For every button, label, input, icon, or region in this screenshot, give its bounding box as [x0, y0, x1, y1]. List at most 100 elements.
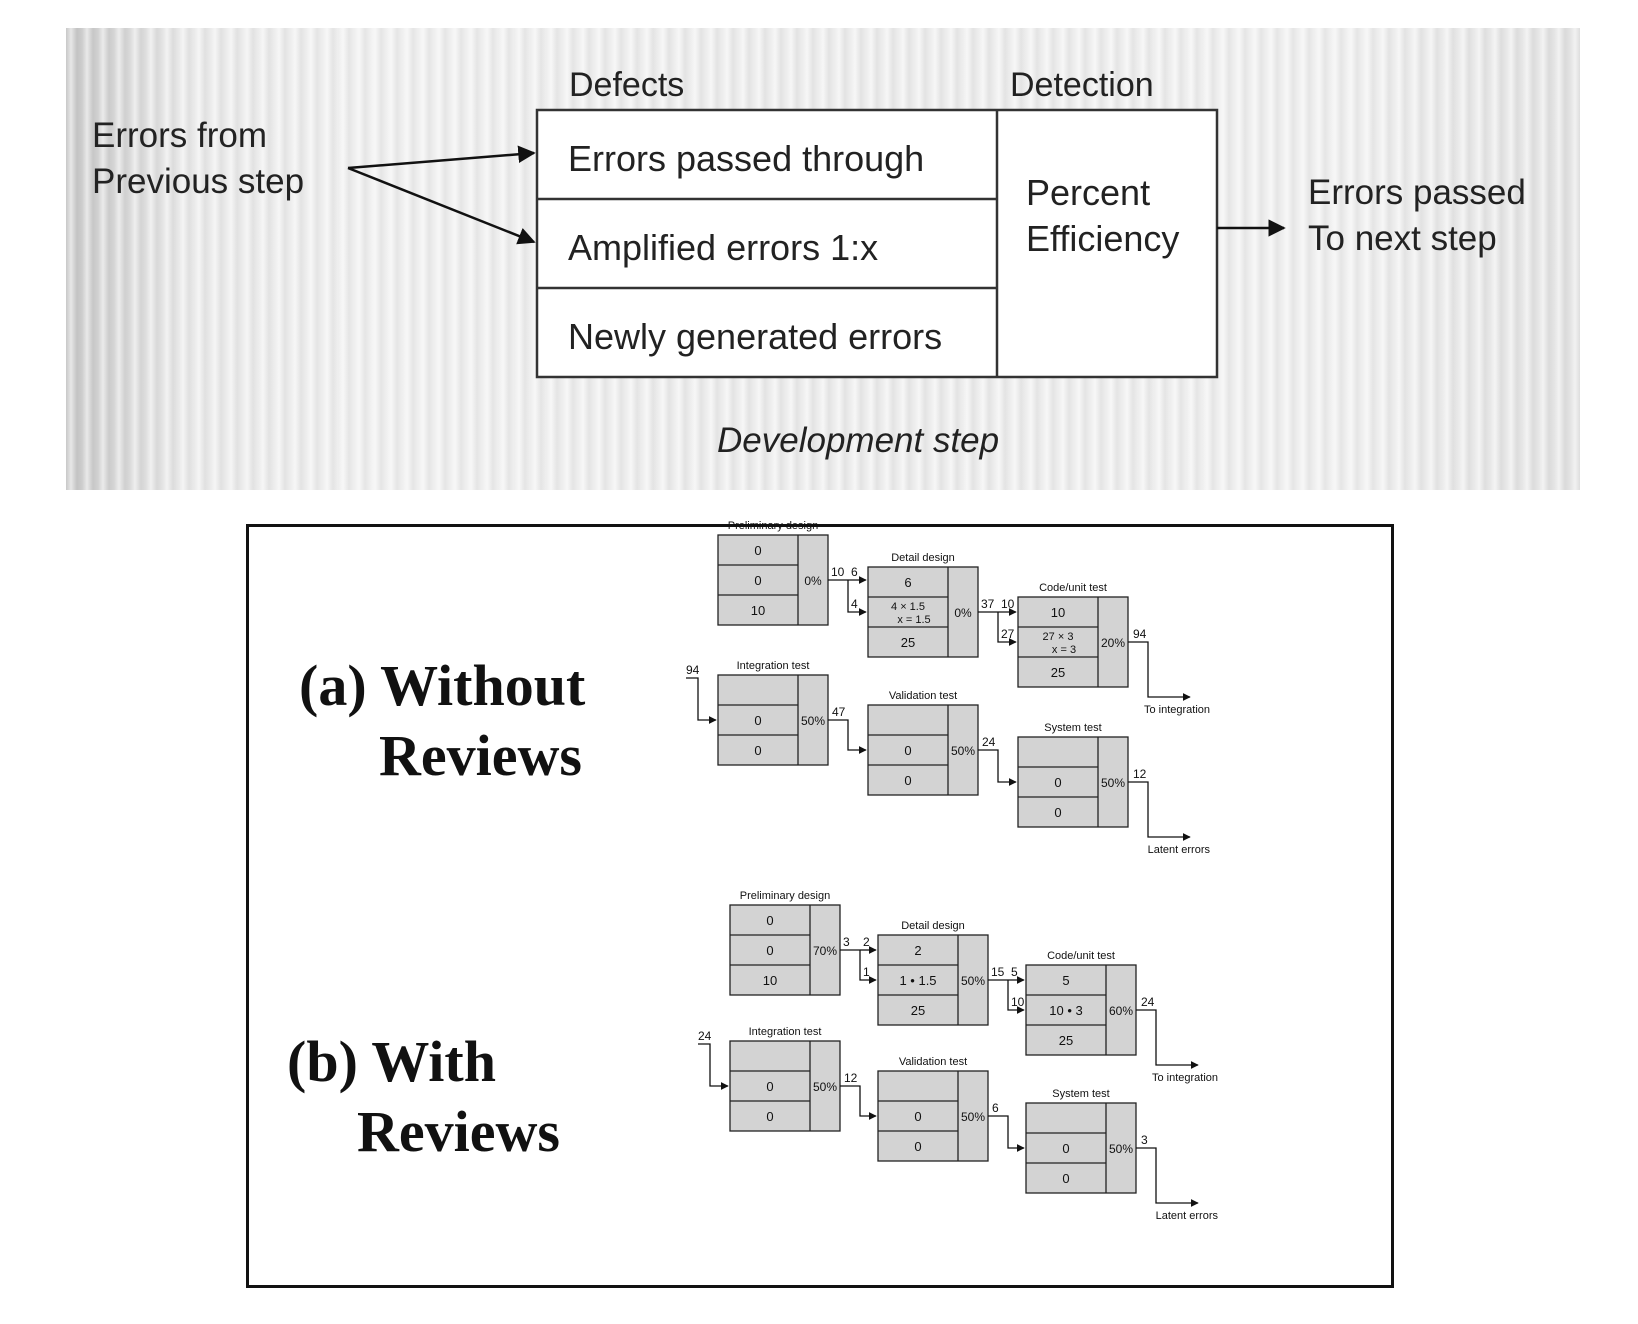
caption-without-reviews: (a) Without Reviews	[299, 653, 586, 788]
latent-errors-label: Latent errors	[1156, 1210, 1219, 1222]
detail-design-row-value: 4 × 1.5	[891, 601, 925, 613]
newly-generated-errors-label: Newly generated errors	[568, 316, 942, 357]
latent-errors-arrow	[1128, 781, 1191, 841]
development-step-label: Development step	[717, 421, 999, 460]
percent-efficiency-label: Percent Efficiency	[1026, 172, 1179, 259]
amplified-count: 27	[1001, 627, 1015, 641]
preliminary-design-block	[717, 534, 829, 626]
latent-errors-arrow	[1136, 1147, 1199, 1207]
system-test-row-value: 0	[1062, 1171, 1069, 1186]
code-unit-test-row-value: 27 × 3	[1043, 631, 1074, 643]
integration-test-efficiency: 50%	[813, 1080, 837, 1094]
validation-test-efficiency: 50%	[951, 744, 975, 758]
system-test-title: System test	[1052, 1088, 1109, 1100]
system-test-efficiency: 50%	[1109, 1142, 1133, 1156]
preliminary-design-title: Preliminary design	[728, 520, 818, 532]
code-unit-test-row-value: 25	[1059, 1033, 1073, 1048]
integration-test-title: Integration test	[749, 1026, 822, 1038]
system-test-title: System test	[1044, 722, 1101, 734]
integration-input-arrow	[686, 677, 717, 724]
connector-arrow	[828, 719, 867, 754]
detail-design-efficiency: 50%	[961, 974, 985, 988]
stage-output-count: 47	[832, 705, 846, 719]
input-arrow-passed	[347, 145, 536, 170]
validation-test-title: Validation test	[899, 1056, 967, 1068]
stage-output-count: 12	[1133, 767, 1147, 781]
preliminary-design-row-value: 0	[754, 543, 761, 558]
latent-errors-label: Latent errors	[1148, 844, 1211, 856]
detail-design-row-value: 2	[914, 943, 921, 958]
system-test-block	[1017, 736, 1129, 828]
code-unit-test-row-value: 25	[1051, 665, 1065, 680]
passed-through-count: 2	[863, 935, 870, 949]
integration-test-row-value: 0	[754, 713, 761, 728]
detail-design-row-value: x = 1.5	[897, 614, 930, 626]
code-unit-test-row-value: 10 • 3	[1049, 1003, 1082, 1018]
amplified-count: 1	[863, 965, 870, 979]
code-unit-test-row-value: x = 3	[1052, 644, 1076, 656]
detail-design-row-value: 1 • 1.5	[899, 973, 936, 988]
code-unit-test-title: Code/unit test	[1047, 950, 1115, 962]
preliminary-design-title: Preliminary design	[740, 890, 830, 902]
integration-test-row-value: 0	[754, 743, 761, 758]
code-unit-test-row-value: 5	[1062, 973, 1069, 988]
preliminary-design-row-value: 10	[763, 973, 777, 988]
stage-output-count: 3	[1141, 1133, 1148, 1147]
caption-with-reviews: (b) With Reviews	[287, 1029, 560, 1164]
input-label: Errors from Previous step	[92, 116, 304, 201]
detail-design-title: Detail design	[891, 552, 955, 564]
preliminary-design-row-value: 0	[754, 573, 761, 588]
integration-input-arrow	[698, 1043, 729, 1090]
system-test-row-value: 0	[1054, 805, 1061, 820]
validation-test-efficiency: 50%	[961, 1110, 985, 1124]
connector-arrow	[859, 950, 877, 984]
validation-test-row-value: 0	[904, 743, 911, 758]
stage-output-count: 37	[981, 597, 995, 611]
code-unit-test-row-value: 10	[1051, 605, 1065, 620]
to-integration-arrow	[1128, 641, 1191, 701]
stage-output-count: 24	[1141, 995, 1155, 1009]
defect-amplification-model: Defects Detection Errors from Previous s…	[66, 28, 1580, 490]
connector-arrow	[840, 1085, 877, 1120]
passed-through-count: 10	[1001, 597, 1015, 611]
stage-output-count: 24	[982, 735, 996, 749]
code-unit-test-efficiency: 60%	[1109, 1004, 1133, 1018]
integration-input-count: 94	[686, 663, 700, 677]
preliminary-design-row-value: 0	[766, 943, 773, 958]
connector-arrow	[1007, 980, 1025, 1014]
review-comparison-panel: (a) Without Reviews (b) With Reviews Pre…	[246, 520, 1394, 1288]
stage-output-count: 15	[991, 965, 1005, 979]
amplified-count: 10	[1011, 995, 1025, 1009]
amplified-errors-label: Amplified errors 1:x	[568, 227, 878, 268]
stage-output-count: 10	[831, 565, 845, 579]
preliminary-design-row-value: 10	[751, 603, 765, 618]
preliminary-design-efficiency: 70%	[813, 944, 837, 958]
stage-output-count: 3	[843, 935, 850, 949]
to-integration-label: To integration	[1152, 1072, 1218, 1084]
errors-passed-through-label: Errors passed through	[568, 138, 924, 179]
integration-test-title: Integration test	[737, 660, 810, 672]
stage-output-count: 94	[1133, 627, 1147, 641]
integration-test-block	[729, 1040, 841, 1132]
detail-design-title: Detail design	[901, 920, 965, 932]
to-integration-label: To integration	[1144, 704, 1210, 716]
passed-through-count: 5	[1011, 965, 1018, 979]
system-test-block	[1025, 1102, 1137, 1194]
input-arrow-amplified	[347, 166, 536, 245]
code-unit-test-efficiency: 20%	[1101, 636, 1125, 650]
validation-test-block	[877, 1070, 989, 1162]
validation-test-row-value: 0	[914, 1139, 921, 1154]
validation-test-title: Validation test	[889, 690, 957, 702]
system-test-row-value: 0	[1054, 775, 1061, 790]
development-step-box	[535, 108, 1219, 379]
system-test-efficiency: 50%	[1101, 776, 1125, 790]
validation-test-row-value: 0	[904, 773, 911, 788]
detail-design-row-value: 25	[911, 1003, 925, 1018]
integration-test-efficiency: 50%	[801, 714, 825, 728]
integration-test-row-value: 0	[766, 1079, 773, 1094]
code-unit-test-title: Code/unit test	[1039, 582, 1107, 594]
passed-through-count: 6	[851, 565, 858, 579]
preliminary-design-efficiency: 0%	[804, 574, 822, 588]
validation-test-block	[867, 704, 979, 796]
